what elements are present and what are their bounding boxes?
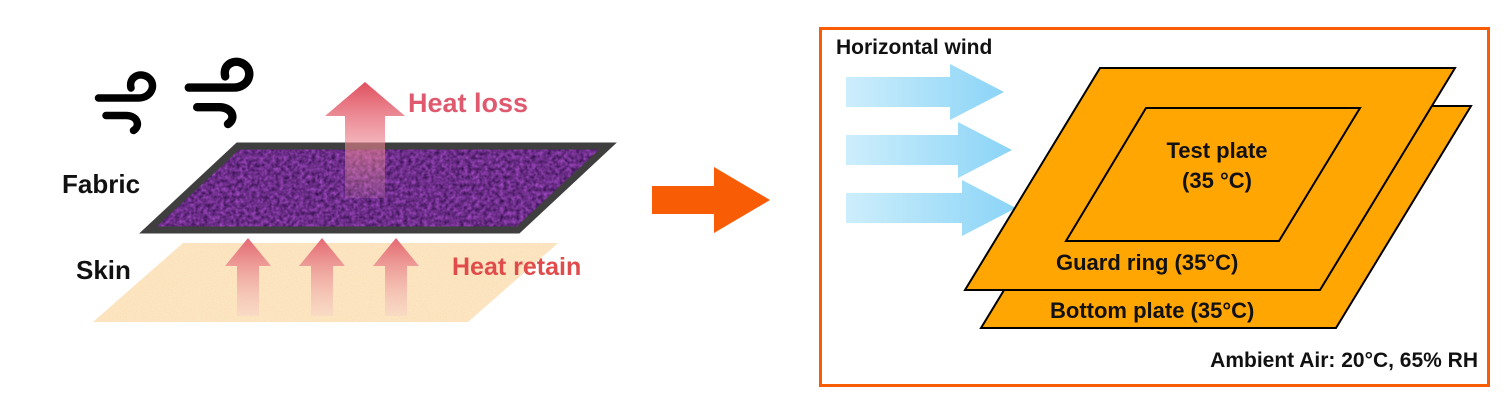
fabric-label: Fabric bbox=[62, 169, 141, 199]
skin-label: Skin bbox=[76, 255, 131, 285]
heat-retain-up-arrows bbox=[225, 238, 419, 316]
heat-loss-up-arrow bbox=[325, 82, 405, 198]
guard-ring-label: Guard ring (35°C) bbox=[1056, 250, 1239, 275]
wind-gust-icon bbox=[184, 57, 254, 129]
right-block-arrow bbox=[652, 167, 770, 233]
up-block-arrow bbox=[299, 238, 345, 316]
right-wind-arrow bbox=[846, 180, 1016, 236]
heat-retain-label: Heat retain bbox=[452, 253, 582, 281]
heat-loss-label: Heat loss bbox=[408, 88, 529, 118]
right-wind-arrow bbox=[846, 64, 1004, 120]
test-setup-box bbox=[819, 27, 1490, 387]
horizontal-wind-arrows bbox=[846, 64, 1016, 236]
wind-gust-icon bbox=[94, 71, 157, 135]
ambient-air-label: Ambient Air: 20°C, 65% RH bbox=[1210, 349, 1478, 372]
right-wind-arrow bbox=[846, 122, 1012, 178]
test-plate-label: Test plate (35 °C) bbox=[1102, 136, 1332, 195]
up-block-arrow bbox=[373, 238, 419, 316]
test-plate-label-line1: Test plate bbox=[1166, 138, 1268, 163]
up-block-arrow bbox=[225, 238, 271, 316]
horizontal-wind-label: Horizontal wind bbox=[836, 36, 993, 59]
guard-ring-plate bbox=[963, 67, 1457, 291]
test-plate-label-line2: (35 °C) bbox=[1182, 167, 1252, 193]
bottom-plate-label: Bottom plate (35°C) bbox=[1050, 298, 1255, 323]
test-plate-outline bbox=[1064, 107, 1362, 242]
